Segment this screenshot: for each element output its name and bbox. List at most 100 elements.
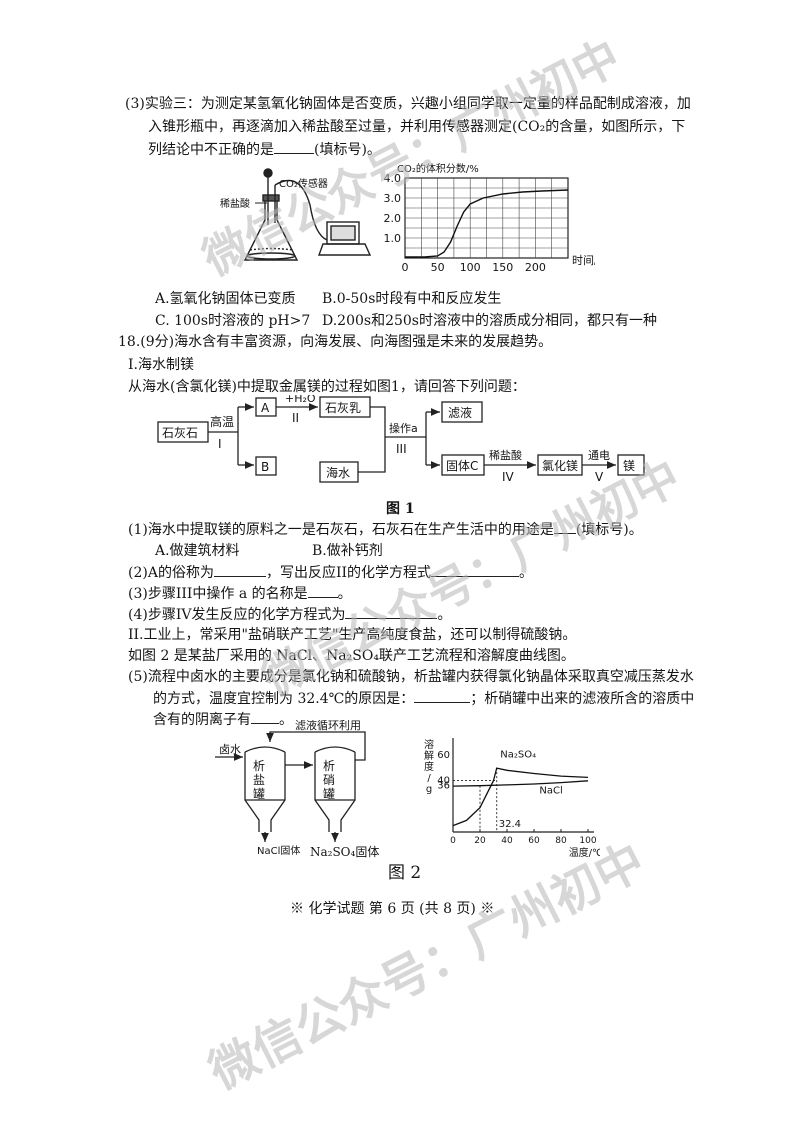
- option-d: D.200s和250s时溶液中的溶质成分相同，都只有一种: [322, 313, 657, 329]
- p5-text-b: ；析硝罐中出来的滤液所含的溶质中: [470, 691, 695, 707]
- salt-plant-diagram: 滤液循环利用 卤水 NaCl固体 析盐罐 析硝罐: [215, 720, 366, 857]
- tank-label-char: 析: [253, 759, 265, 773]
- p4-text: (4)步骤IV发生反应的化学方程式为: [128, 607, 346, 623]
- q18-intro: 18.(9分)海水含有丰富资源，向海发展、向海图强是未来的发展趋势。: [118, 334, 553, 350]
- step-IV: IV: [502, 470, 515, 484]
- p1-option-b: B.做补钙剂: [312, 543, 383, 559]
- p3-end: 。: [337, 586, 352, 602]
- p5-text-a: 的方式，温度宜控制为 32.4℃的原因是：: [153, 691, 415, 707]
- mg-flowchart: 石灰石 高温 I A B +H₂O II 石灰乳 海水 操作a III 滤液 固…: [157, 395, 645, 484]
- figure1-caption: 图 1: [386, 501, 415, 517]
- answer-blank[interactable]: [345, 605, 438, 619]
- x-tick-label: 0: [450, 836, 456, 846]
- box-filtrate: [441, 401, 483, 423]
- p2-text-b: ，写出反应II的化学方程式: [265, 565, 432, 581]
- p5-end: 。: [279, 712, 293, 728]
- add-water: +H₂O: [285, 395, 316, 405]
- q3-line2: 入锥形瓶中，再逐滴加入稀盐酸至过量，并利用传感器测定(CO₂的含量，如图所示，下: [148, 119, 686, 135]
- q18-p1: (1)海水中提取镁的原料之一是石灰石，石灰石在生产生活中的用途是(填标号)。: [128, 520, 643, 539]
- tank-labels: 析盐罐 析硝罐: [253, 759, 335, 801]
- y-axis-label-char: g: [426, 784, 432, 795]
- legend-na2so4: Na₂SO₄: [500, 749, 536, 760]
- answer-blank[interactable]: [251, 710, 279, 724]
- q3-line3: 列结论中不正确的是 (填标号)。: [148, 140, 381, 159]
- q3-question: 列结论中不正确的是: [148, 142, 274, 158]
- x-axis-label: 温度/℃: [569, 846, 600, 859]
- p3-text: (3)步骤III中操作 a 的名称是: [128, 586, 308, 602]
- x-tick-label: 100: [579, 836, 596, 846]
- x-tick-label: 20: [474, 836, 486, 846]
- p2-text-c: 。: [519, 565, 534, 581]
- na2so4-curve: [452, 767, 589, 827]
- q18-p2: (2)A的俗称为 ，写出反应II的化学方程式 。: [128, 563, 533, 582]
- answer-blank[interactable]: [553, 520, 576, 534]
- box-B: [255, 456, 277, 476]
- tank-label-char: 硝: [323, 773, 335, 787]
- p1-option-a: A.做建筑材料: [155, 543, 240, 559]
- q18-section2: II.工业上，常采用"盐硝联产工艺"生产高纯度食盐，还可以制得硫酸钠。: [128, 627, 577, 643]
- hcl-label: 稀盐酸: [489, 448, 522, 462]
- acid-label: 稀盐酸: [220, 197, 250, 210]
- operation-a: 操作a: [389, 421, 418, 435]
- sensor-label: CO₂传感器: [279, 177, 328, 190]
- q18-desc: 从海水(含氯化镁)中提取金属镁的过程如图1，请回答下列问题：: [128, 379, 526, 395]
- nacl-curve: [452, 780, 589, 787]
- q18-p5-line2: 的方式，温度宜控制为 32.4℃的原因是： ；析硝罐中出来的滤液所含的溶质中: [153, 689, 694, 708]
- electrolysis-label: 通电: [588, 449, 610, 462]
- q18-p3: (3)步骤III中操作 a 的名称是 。: [128, 584, 352, 603]
- p4-end: 。: [437, 607, 452, 623]
- answer-blank[interactable]: [431, 563, 520, 577]
- answer-blank[interactable]: [307, 584, 338, 598]
- y-tick-label: 36: [437, 781, 450, 792]
- x-tick-label: 80: [555, 836, 567, 846]
- q18-desc2: 如图 2 是某盐厂采用的 NaCl、Na₂SO₄联产工艺流程和溶解度曲线图。: [128, 648, 575, 664]
- seawater-label: 海水: [326, 465, 350, 480]
- answer-blank[interactable]: [414, 689, 471, 703]
- p2-text-a: (2)A的俗称为: [128, 565, 214, 581]
- na2so4-solid-label: Na₂SO₄固体: [310, 845, 380, 859]
- q18-p4: (4)步骤IV发生反应的化学方程式为 。: [128, 605, 451, 624]
- q18-section1: I.海水制镁: [128, 357, 194, 373]
- step-V: V: [595, 470, 604, 484]
- y-axis-label-char: /: [427, 773, 431, 784]
- y-axis-label-char: 溶: [424, 738, 434, 751]
- tank2-label: 析硝罐: [323, 759, 335, 801]
- co2-curve: [405, 189, 569, 258]
- y-tick-label: 40: [437, 776, 450, 787]
- q18-p5-line1: (5)流程中卤水的主要成分是氯化钠和硫酸钠，析盐罐内获得氯化钠晶体采取真空减压蒸…: [128, 669, 694, 685]
- answer-blank[interactable]: [213, 563, 266, 577]
- y-tick-label: 3.0: [384, 192, 402, 205]
- cond-high-temp: 高温: [210, 414, 234, 429]
- answer-blank[interactable]: [274, 140, 314, 154]
- co2-sensor-apparatus: CO₂传感器 稀盐酸: [220, 168, 372, 261]
- lime-milk-label: 石灰乳: [325, 401, 361, 415]
- q18-p5-line3: 含有的阴离子有 。: [153, 710, 293, 729]
- label-A: A: [261, 401, 270, 415]
- option-b: B.0-50s时段有中和反应发生: [322, 291, 502, 307]
- page-footer: ※ 化学试题 第 6 页 (共 8 页) ※: [290, 901, 495, 917]
- x-tick-label: 0: [402, 261, 409, 274]
- tank-label-char: 罐: [323, 787, 335, 801]
- tank-label-char: 盐: [253, 773, 265, 787]
- q3-fill-hint: (填标号)。: [314, 142, 381, 158]
- brine-label: 卤水: [219, 743, 241, 756]
- x-tick-label: 50: [431, 261, 445, 274]
- y-tick-label: 2.0: [384, 212, 402, 225]
- x-tick-label: 200: [525, 261, 546, 274]
- y-axis-label-char: 度: [424, 760, 434, 773]
- p5-text-c: 含有的阴离子有: [153, 712, 251, 728]
- x-tick-label: 150: [492, 261, 513, 274]
- tank1-label: 析盐罐: [253, 759, 265, 801]
- q3-line1: (3)实验三：为测定某氢氧化钠固体是否变质，兴趣小组同学取一定量的样品配制成溶液…: [125, 96, 691, 112]
- filtrate-label: 滤液: [448, 405, 472, 420]
- x-tick-label: 60: [528, 836, 540, 846]
- label-B: B: [261, 460, 269, 474]
- y-axis-label-char: 解: [424, 749, 434, 762]
- option-c: C. 100s时溶液的 pH>7: [155, 313, 311, 329]
- mgcl2-label: 氯化镁: [542, 459, 578, 473]
- nacl-solid-label: NaCl固体: [257, 845, 300, 857]
- x-tick-label: 100: [460, 261, 481, 274]
- limestone-label: 石灰石: [162, 426, 198, 440]
